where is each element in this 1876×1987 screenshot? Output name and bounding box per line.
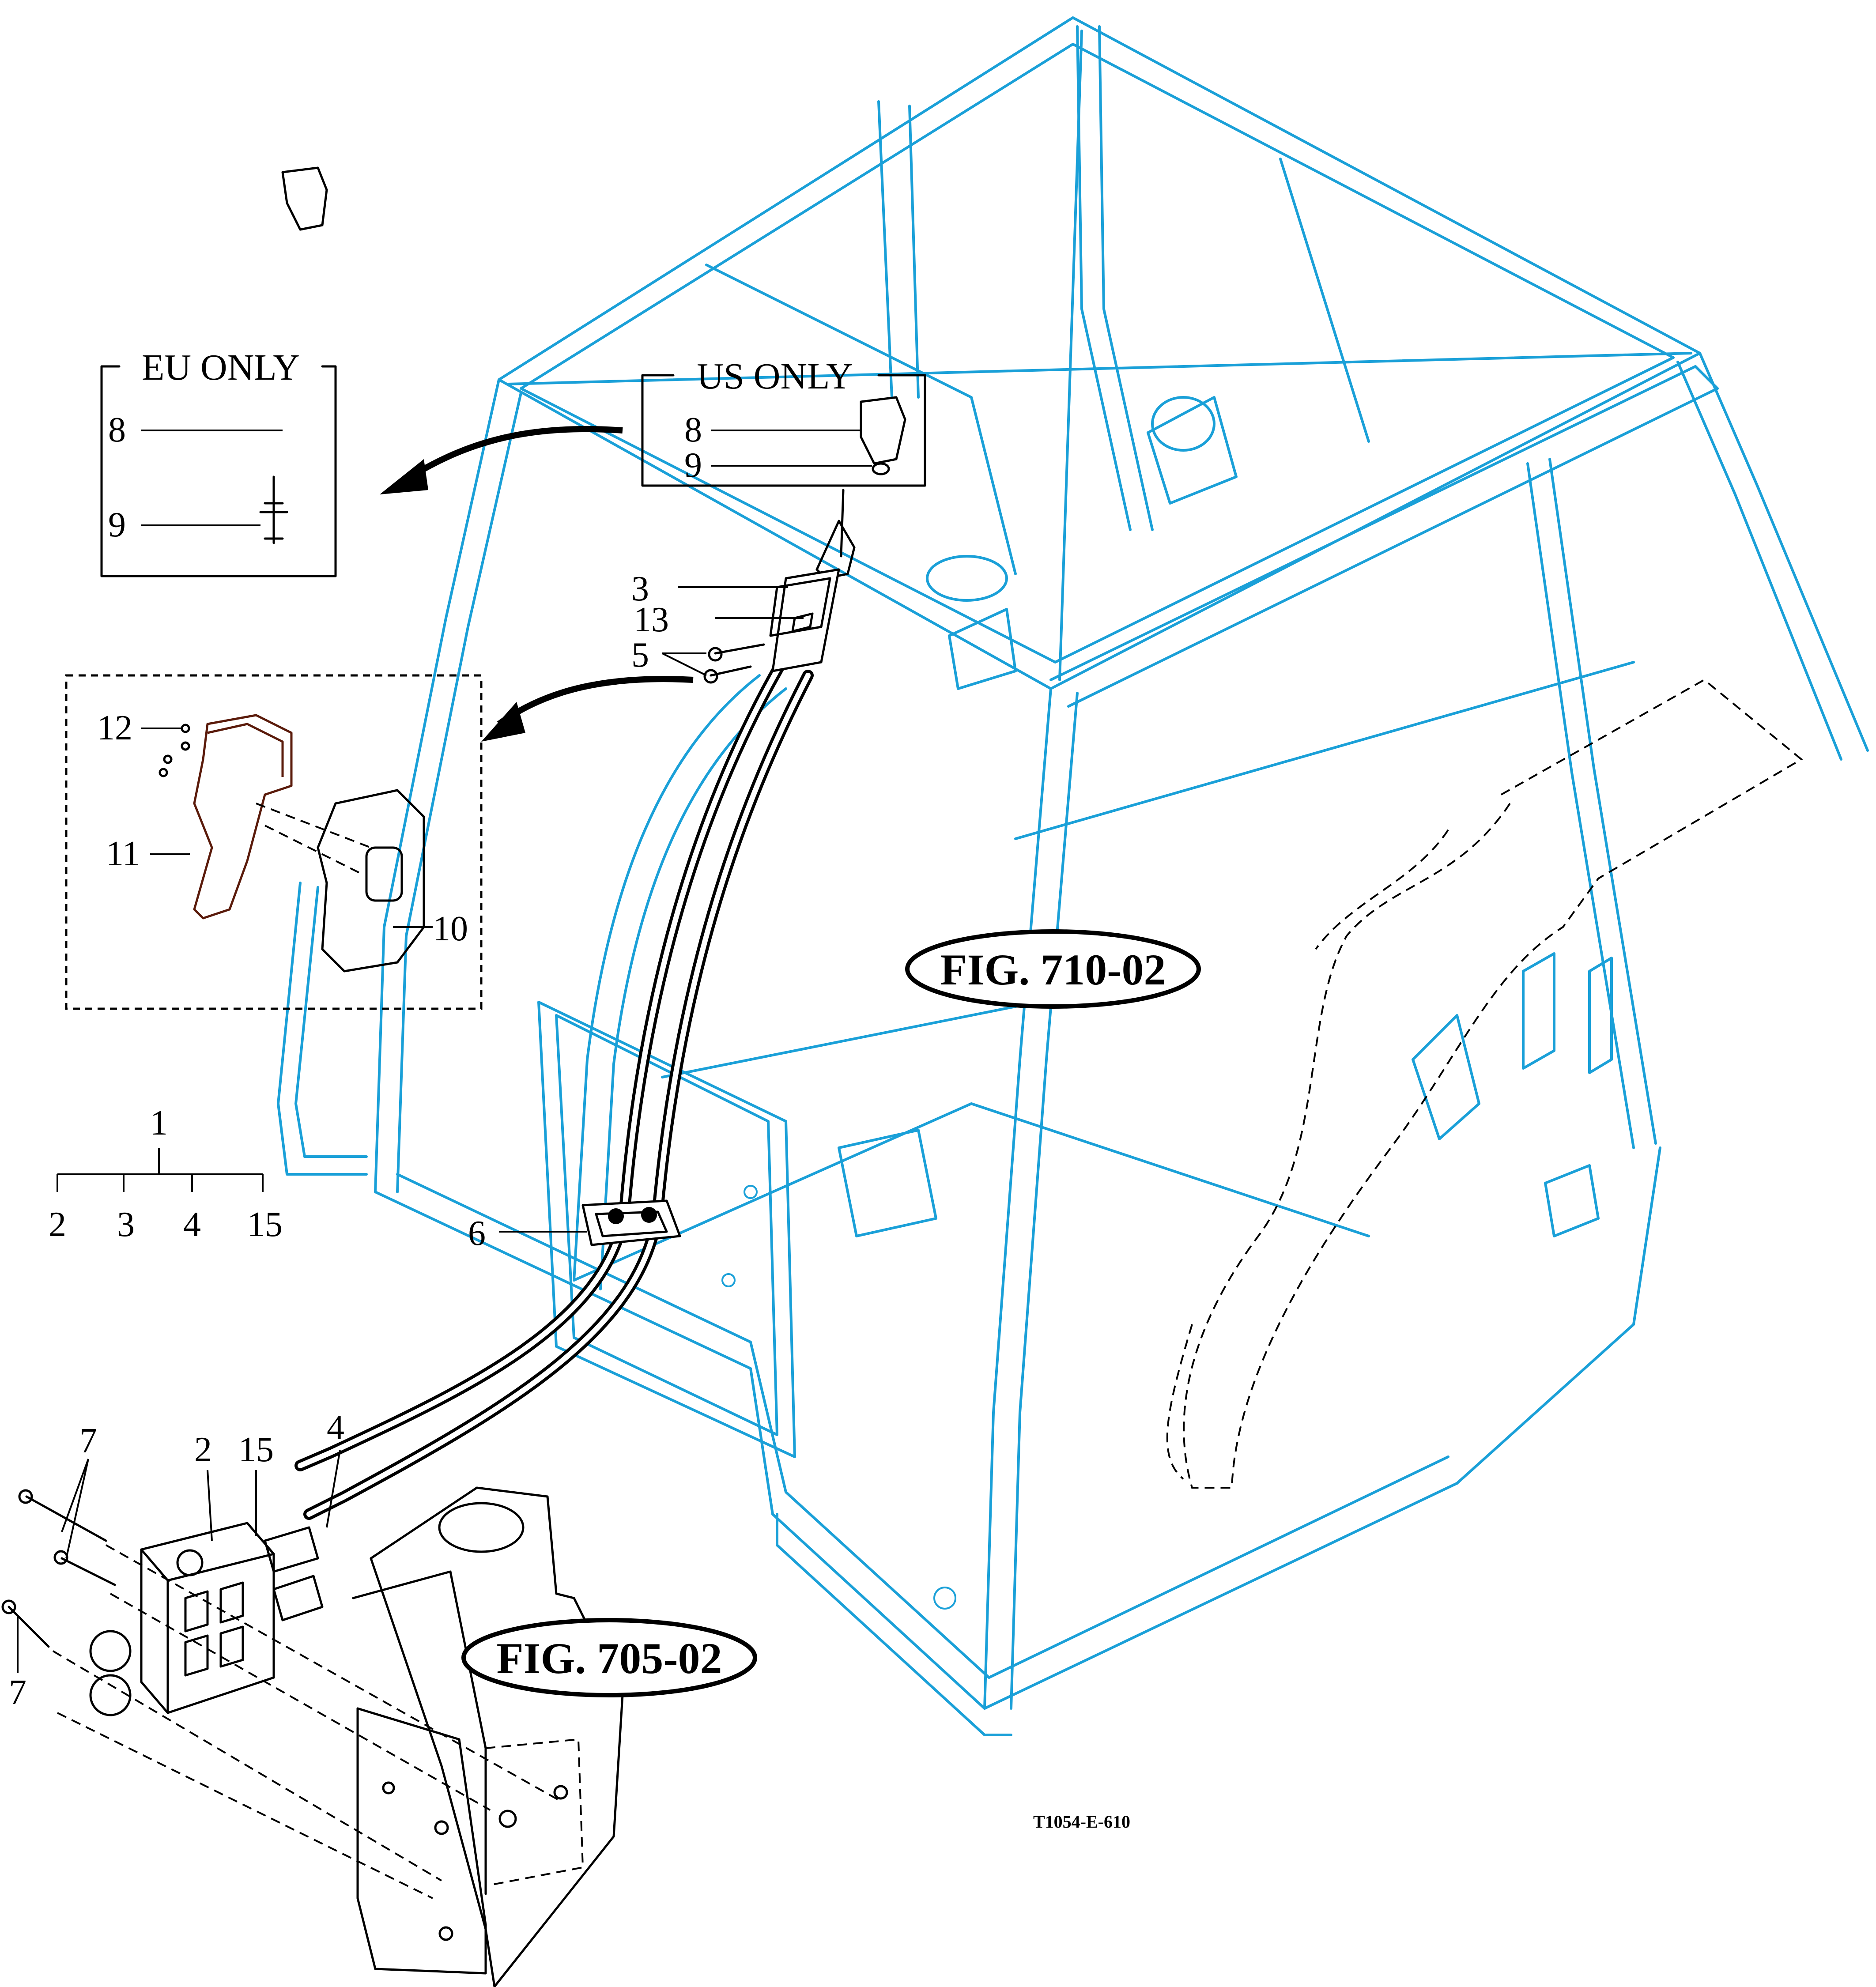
figure-ref-705-text: FIG. 705-02 xyxy=(496,1634,722,1683)
callout-7-top: 7 xyxy=(79,1421,97,1460)
callout-7-bottom: 7 xyxy=(9,1673,26,1712)
eu-only-box: EU ONLY 8 9 xyxy=(100,166,337,577)
cover-label-10: 10 xyxy=(433,909,468,948)
callout-4: 4 xyxy=(327,1408,344,1447)
tree-child-4: 4 xyxy=(183,1205,201,1244)
us-only-title: US ONLY xyxy=(697,356,853,397)
us-label-8: 8 xyxy=(684,411,702,449)
control-valve-assembly xyxy=(1,1486,624,1987)
cover-label-12: 12 xyxy=(97,709,132,747)
callout-5: 5 xyxy=(631,636,649,675)
control-lever-assembly xyxy=(703,489,856,684)
callout-13: 13 xyxy=(634,600,669,639)
tree-root-1: 1 xyxy=(150,1104,168,1142)
assembly-tree: 1 2 3 4 15 xyxy=(49,1104,283,1244)
figure-ref-710: FIG. 710-02 xyxy=(905,929,1201,1009)
grommet-part-6 xyxy=(581,1199,681,1246)
callout-15: 15 xyxy=(238,1430,274,1469)
cab-frame xyxy=(277,16,1869,1736)
drawing-code: T1054-E-610 xyxy=(1033,1812,1130,1832)
eu-only-title: EU ONLY xyxy=(142,347,300,388)
arrow-to-eu-box xyxy=(380,426,623,494)
callouts: 3 13 5 6 7 7 2 15 4 xyxy=(9,569,804,1712)
cover-detail-box: 12 11 10 xyxy=(65,674,483,1010)
figure-ref-710-text: FIG. 710-02 xyxy=(940,945,1166,994)
dashed-fender-outline xyxy=(1166,679,1803,1489)
callout-2: 2 xyxy=(194,1430,212,1469)
eu-label-8: 8 xyxy=(108,411,126,449)
us-label-9: 9 xyxy=(684,446,702,485)
us-only-box: US ONLY 8 9 xyxy=(641,356,926,487)
callout-6: 6 xyxy=(468,1214,486,1253)
tree-child-2: 2 xyxy=(49,1205,66,1244)
eu-label-9: 9 xyxy=(108,505,126,544)
callout-3: 3 xyxy=(631,569,649,608)
tree-child-3: 3 xyxy=(117,1205,135,1244)
tree-child-15: 15 xyxy=(247,1205,283,1244)
figure-ref-705: FIG. 705-02 xyxy=(461,1618,757,1697)
cover-label-11: 11 xyxy=(106,834,140,873)
arrow-to-cover-box xyxy=(481,676,694,742)
